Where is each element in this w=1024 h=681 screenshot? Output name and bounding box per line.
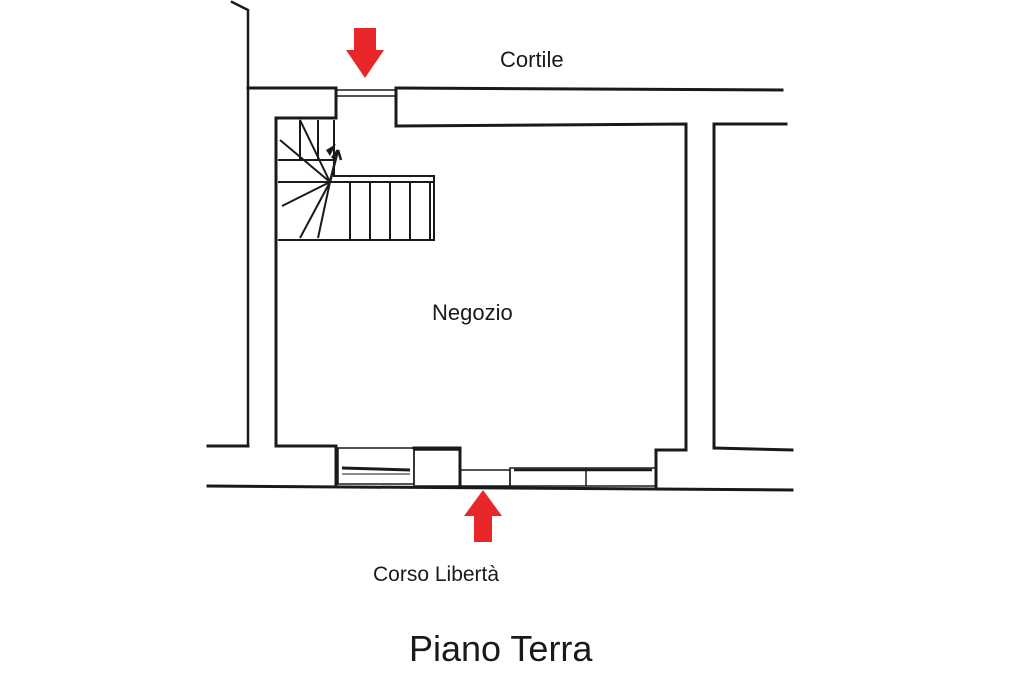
floor-title: Piano Terra [409,628,593,669]
courtyard-label: Cortile [500,47,564,72]
bottom-wall-inner [274,444,658,488]
top-wall-inner-right [394,86,688,452]
arrow-down-icon [346,28,384,78]
arrow-up-icon [464,490,502,542]
street-front [337,447,657,487]
street-door [459,469,511,487]
walls [206,0,794,492]
staircase [278,119,435,241]
shop-window-left [337,447,415,485]
street-label: Corso Libertà [373,563,500,586]
pillar [413,449,461,487]
shop-window-right [509,467,657,487]
bottom-wall-outer [206,484,794,492]
stair-direction-arrow [328,149,343,183]
room-label: Negozio [432,300,513,325]
top-wall-inner-left [274,86,338,448]
courtyard-door [336,89,396,97]
right-neighbour-wall [712,122,794,452]
left-building-outline [206,0,250,448]
top-wall-outer [246,86,784,92]
